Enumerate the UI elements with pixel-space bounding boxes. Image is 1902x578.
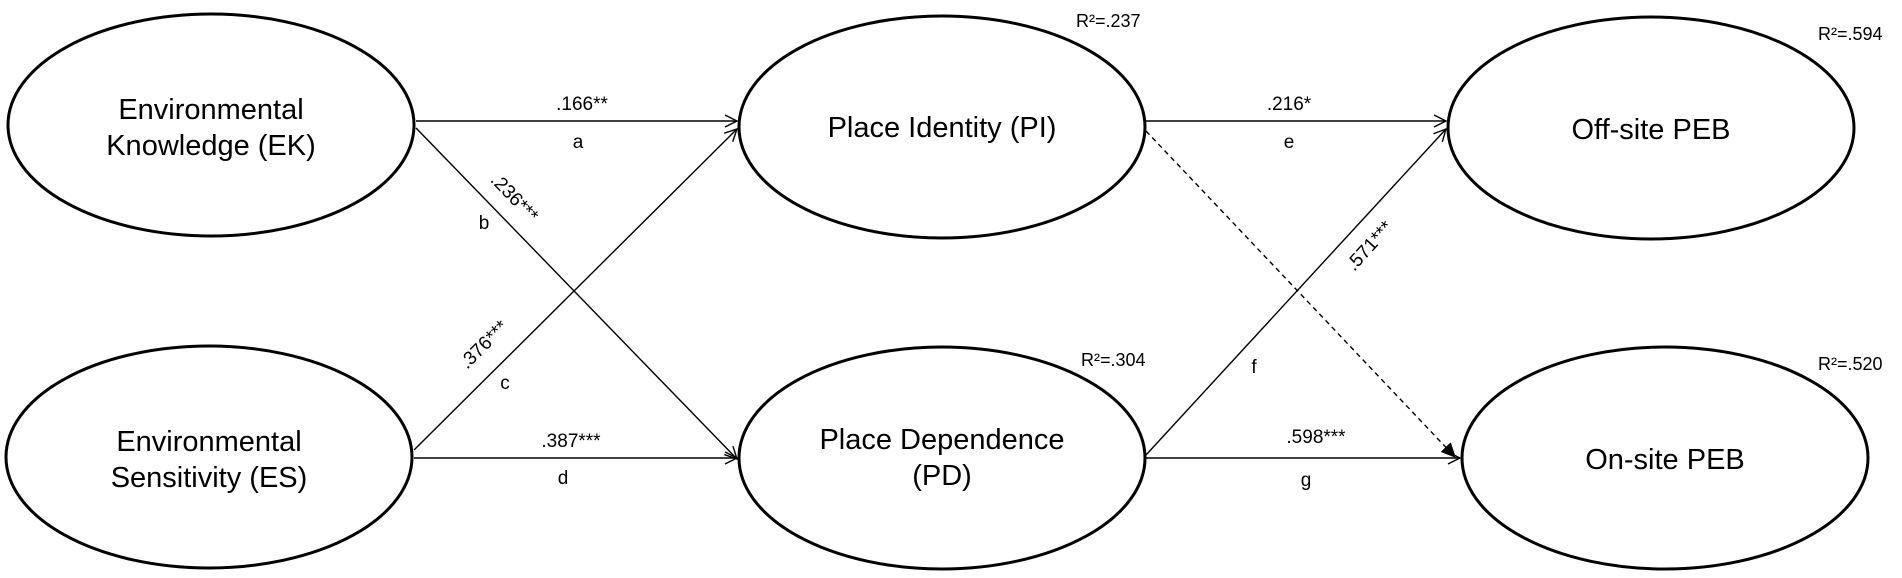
node-ek-label-line-1: Environmental — [118, 94, 303, 126]
path-b-letter: b — [479, 213, 490, 234]
r2-pi: R²=.237 — [1076, 11, 1141, 31]
node-off-label: Off-site PEB — [1571, 114, 1730, 146]
r2-pd: R²=.304 — [1081, 350, 1146, 370]
path-a-letter: a — [573, 132, 584, 153]
node-off-ellipse — [1446, 15, 1856, 241]
path-f-letter: f — [1251, 357, 1257, 378]
node-pd-label-line-2: (PD) — [912, 460, 972, 492]
path-b-coef: .236*** — [486, 170, 543, 228]
node-es: Environmental Sensitivity (ES) — [4, 344, 414, 570]
node-on-ellipse — [1460, 345, 1870, 571]
node-on-label: On-site PEB — [1585, 444, 1745, 476]
path-b-arrow — [415, 127, 737, 459]
path-a-coef: .166** — [556, 94, 608, 115]
node-ek: Environmental Knowledge (EK) — [6, 12, 416, 238]
edges — [413, 121, 1460, 459]
path-f-coef: .571*** — [1342, 217, 1398, 275]
node-on: On-site PEB — [1460, 345, 1870, 571]
node-ek-label-line-2: Knowledge (EK) — [106, 130, 316, 162]
node-pd-label-line-1: Place Dependence — [819, 424, 1064, 456]
path-g-coef: .598*** — [1286, 427, 1346, 448]
node-ek-ellipse — [6, 12, 416, 238]
node-off: Off-site PEB — [1446, 15, 1856, 241]
path-f-arrow — [1145, 129, 1446, 456]
path-g-letter: g — [1301, 470, 1312, 491]
path-d-coef: .387*** — [541, 431, 601, 452]
node-pd-ellipse — [737, 345, 1147, 571]
path-d-letter: d — [558, 468, 569, 489]
node-es-label-line-2: Sensitivity (ES) — [111, 462, 308, 494]
path-c-letter: c — [500, 373, 510, 394]
node-pi: Place Identity (PI) — [737, 14, 1147, 240]
path-e-letter: e — [1284, 132, 1295, 153]
node-pi-label: Place Identity (PI) — [828, 112, 1057, 144]
path-e-coef: .216* — [1267, 94, 1312, 115]
node-pd: Place Dependence (PD) — [737, 345, 1147, 571]
r2-off: R²=.594 — [1818, 24, 1883, 44]
r2-on: R²=.520 — [1818, 354, 1883, 374]
node-pi-ellipse — [737, 14, 1147, 240]
node-es-ellipse — [4, 344, 414, 570]
path-pi-on-arrow — [1145, 130, 1457, 459]
path-c-coef: .376*** — [456, 316, 513, 373]
path-c-arrow — [413, 129, 737, 451]
node-es-label-line-1: Environmental — [116, 426, 301, 458]
